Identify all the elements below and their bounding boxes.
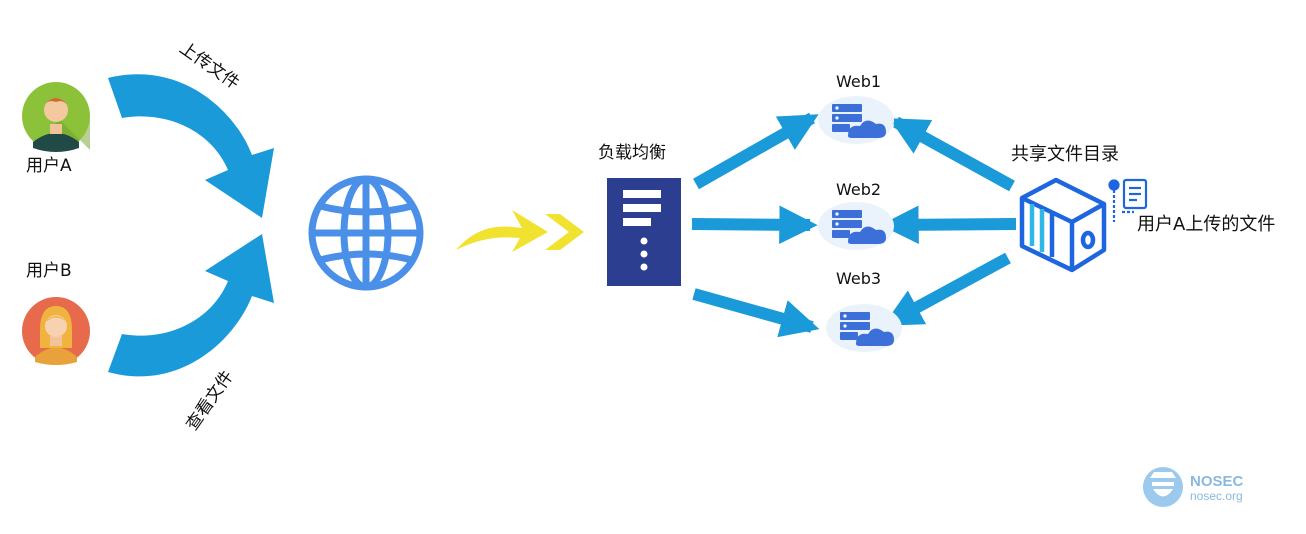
web3-server-icon — [826, 304, 902, 352]
shared-directory-icon — [1019, 177, 1107, 273]
web1-server-icon — [818, 96, 894, 144]
yellow-arrow — [456, 210, 584, 252]
web2-server-icon — [818, 202, 894, 250]
upload-arrow — [108, 74, 274, 218]
document-icon — [1108, 178, 1148, 222]
lb-to-servers-arrows — [691, 112, 820, 338]
uploaded-file-label: 用户A上传的文件 — [1137, 214, 1276, 235]
web1-label: Web1 — [836, 72, 882, 91]
user-a-label: 用户A — [26, 156, 72, 176]
view-arrow — [108, 234, 274, 377]
shared-dir-label: 共享文件目录 — [1011, 144, 1119, 165]
web2-label: Web2 — [836, 180, 882, 199]
globe-icon — [308, 175, 424, 291]
shared-to-servers-arrows — [880, 116, 1017, 328]
logo-domain: nosec.org — [1190, 489, 1243, 503]
logo-name: NOSEC — [1190, 473, 1244, 490]
user-a-avatar — [22, 82, 90, 152]
load-balancer-label: 负载均衡 — [598, 143, 666, 163]
load-balancer-icon — [607, 178, 681, 286]
user-b-label: 用户B — [26, 261, 72, 281]
nosec-logo-icon — [1143, 467, 1183, 507]
web3-label: Web3 — [836, 269, 882, 288]
user-b-avatar — [22, 297, 90, 365]
